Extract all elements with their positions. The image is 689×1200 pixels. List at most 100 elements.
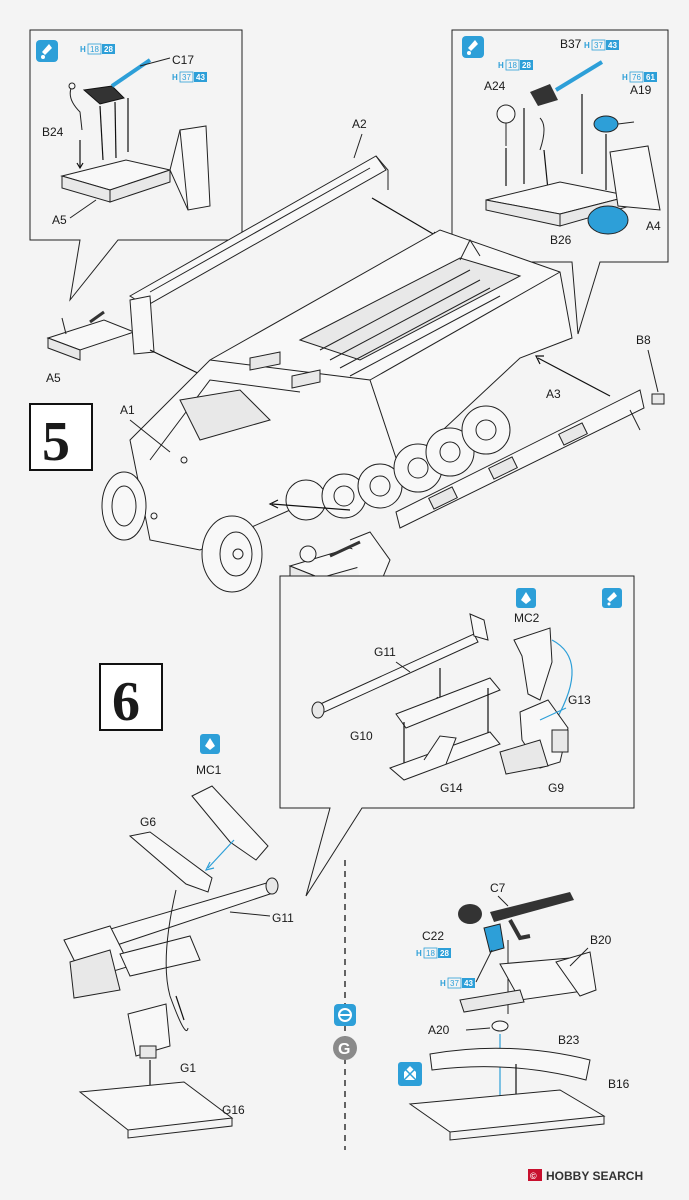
watermark-copyright: ©: [530, 1171, 537, 1181]
label-b23: B23: [558, 1033, 580, 1047]
ref-a: 37: [594, 41, 603, 50]
svg-text:H: H: [584, 41, 590, 50]
part-a3: [395, 389, 645, 529]
svg-text:H: H: [416, 949, 422, 958]
part-mc1: [191, 785, 269, 861]
hull-body: [129, 229, 573, 551]
part-g6: [128, 831, 213, 893]
paint-ref-c17-2: H 37 43: [172, 71, 207, 83]
watermark: © HOBBY SEARCH: [528, 1169, 643, 1183]
ref-a: 18: [508, 61, 517, 70]
label-a3: A3: [546, 387, 561, 401]
label-c17: C17: [172, 53, 194, 67]
part-g1: [127, 1003, 171, 1059]
ref-b: 28: [440, 949, 449, 958]
paint-ref-b37: H 37 43: [584, 39, 619, 51]
label-g1: G1: [180, 1061, 196, 1075]
label-b24: B24: [42, 125, 64, 139]
label-g9: G9: [548, 781, 564, 795]
part-b20: [459, 951, 597, 1013]
step-5: H 18 28 C17 H 37 43: [29, 29, 669, 615]
label-b20: B20: [590, 933, 612, 947]
label-mc1: MC1: [196, 763, 222, 777]
glue-icon: [516, 588, 536, 608]
label-g6: G6: [140, 815, 156, 829]
part-a19: [593, 115, 635, 133]
svg-text:H: H: [80, 45, 86, 54]
part-c7: [458, 892, 574, 941]
ref-a: 76: [632, 73, 641, 82]
label-a5: A5: [46, 371, 61, 385]
part-a5-detail: [60, 125, 211, 211]
label-a20: A20: [428, 1023, 450, 1037]
label-a4-detail: A4: [646, 219, 661, 233]
part-b23: [429, 1047, 591, 1081]
ref-b: 61: [646, 73, 655, 82]
label-b37: B37: [560, 37, 582, 51]
step-number-5: 5: [29, 403, 93, 473]
label-a19: A19: [630, 83, 652, 97]
part-mc2: [513, 627, 573, 721]
part-a20: [491, 1020, 509, 1032]
label-g10: G10: [350, 729, 373, 743]
ref-b: 43: [608, 41, 617, 50]
svg-text:H: H: [498, 61, 504, 70]
label-g16: G16: [222, 1103, 245, 1117]
svg-text:H: H: [440, 979, 446, 988]
part-g11-callout: [311, 613, 489, 719]
label-g14: G14: [440, 781, 463, 795]
part-g14: [389, 731, 501, 781]
part-a4-detail: [485, 145, 661, 235]
step-6: MC2 G11 G10 G14: [63, 575, 635, 1150]
part-g11: [63, 877, 279, 999]
label-c22: C22: [422, 929, 444, 943]
label-a2: A2: [352, 117, 367, 131]
glue-icon: [462, 36, 484, 58]
label-b26: B26: [550, 233, 572, 247]
option-icon: [334, 1004, 356, 1026]
label-b16: B16: [608, 1077, 630, 1091]
svg-text:H: H: [622, 73, 628, 82]
label-a5-detail: A5: [52, 213, 67, 227]
paint-ref-c22-2: H 37 43: [440, 977, 475, 989]
part-g10: [395, 677, 501, 729]
svg-text:H: H: [172, 73, 178, 82]
glue-icon: [200, 734, 220, 754]
ref-a: 37: [450, 979, 459, 988]
part-b8: [651, 393, 665, 405]
part-g16: [78, 1081, 234, 1139]
ref-a: 18: [90, 45, 99, 54]
watermark-brand: HOBBY SEARCH: [546, 1169, 643, 1183]
ref-a: 37: [182, 73, 191, 82]
label-b8: B8: [636, 333, 651, 347]
step-number: 5: [42, 411, 70, 473]
option-letter: G: [338, 1041, 350, 1058]
label-mc2: MC2: [514, 611, 540, 625]
part-b37: [530, 60, 604, 106]
option-letter-badge: G: [333, 1036, 357, 1060]
ref-a: 18: [426, 949, 435, 958]
part-c17: [82, 57, 171, 105]
detail-box-left: H 18 28 C17 H 37 43: [29, 29, 243, 302]
detail-box-step6: [279, 575, 635, 897]
ref-b: 43: [196, 73, 205, 82]
glue-icon: [36, 40, 58, 62]
ref-b: 28: [522, 61, 531, 70]
label-c7: C7: [490, 881, 506, 895]
part-a5: [46, 295, 155, 361]
part-g9: [499, 699, 569, 775]
ref-b: 28: [104, 45, 113, 54]
paint-ref-18: H 18 28: [498, 59, 533, 71]
label-a1: A1: [120, 403, 135, 417]
road-wheels: [285, 405, 511, 521]
do-not-glue-icon: [398, 1062, 422, 1086]
label-g11-callout: G11: [374, 645, 396, 659]
front-wheel-right: [201, 515, 263, 593]
step-number-6: 6: [99, 663, 163, 733]
cement-icon: [602, 588, 622, 608]
part-b16: [408, 1089, 606, 1141]
part-a24: [496, 104, 516, 146]
paint-ref-76: H 76 61: [622, 71, 657, 83]
label-g11: G11: [272, 911, 294, 925]
